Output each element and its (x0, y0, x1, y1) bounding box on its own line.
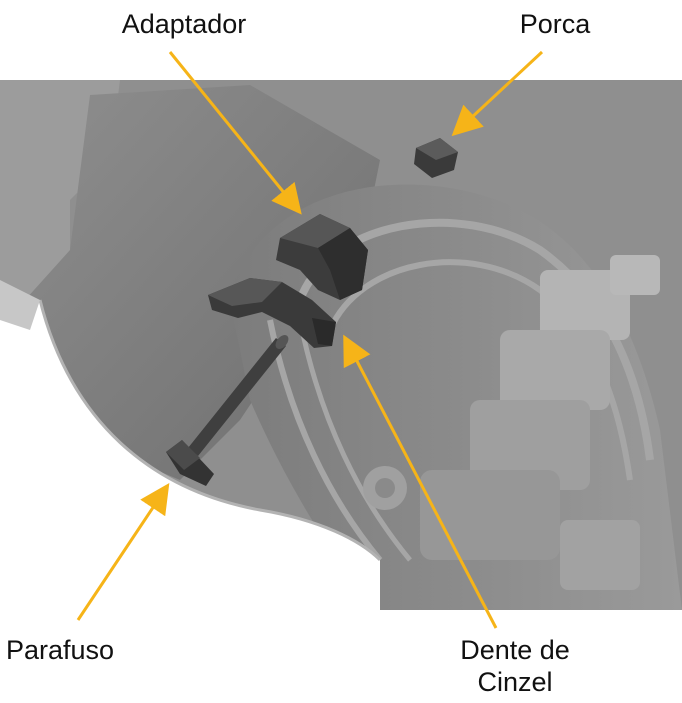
machine-illustration (0, 80, 682, 610)
leader-adaptador (168, 51, 302, 215)
chisel-tooth-part (208, 278, 336, 348)
leader-dente (343, 334, 498, 629)
label-porca: Porca (519, 9, 591, 39)
label-dente-de-cinzel: Dente de Cinzel (440, 634, 590, 698)
bolt-part (166, 335, 289, 486)
label-dente-line2: Cinzel (477, 667, 553, 697)
adapter-part (276, 214, 368, 300)
leader-porca (451, 50, 544, 137)
label-adaptador: Adaptador (121, 9, 247, 39)
leader-parafuso (76, 483, 170, 621)
nut-part (414, 138, 458, 178)
label-parafuso: Parafuso (6, 635, 115, 665)
label-dente-line1: Dente de (460, 635, 570, 665)
leader-lines (76, 50, 544, 629)
